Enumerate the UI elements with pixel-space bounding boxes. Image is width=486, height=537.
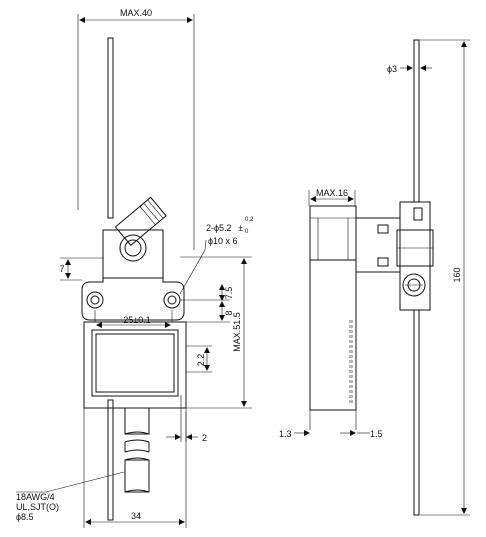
dim-160-label: 160 [452,267,462,282]
front-view: MAX.40 [16,8,254,528]
hole-spec-tol-upper: 0.2 [245,217,254,223]
dim-7-5: 7.5 [180,256,252,301]
cable-spec-line3: ϕ8.5 [16,512,34,522]
switch-body [83,321,187,412]
dim-2-label: 2 [202,433,207,443]
dim-7: 7 [59,257,104,281]
mounting-flange [81,277,185,322]
hole-spec-plusminus: ± [238,223,243,233]
max-40-label: MAX.40 [120,8,152,18]
cable-spec-line1: 18AWG/4 [16,492,55,502]
side-view: MAX.16 [279,39,470,516]
dim-max-51-5-label: MAX.51.5 [232,312,242,352]
lever-arm [107,37,114,521]
dim-max-51-5: MAX.51.5 [186,258,252,409]
side-body [309,205,401,430]
dim-7-label: 7 [59,264,64,274]
max-40-dimension: MAX.40 [77,8,195,250]
dim-1-3: 1.3 [279,429,310,439]
dim-8-label: 8 [224,310,234,315]
dim-160: 160 [420,39,470,516]
max-16-label: MAX.16 [316,188,348,198]
dim-25: 25±0.1 [96,315,171,328]
dim-7-5-label: 7.5 [224,287,234,300]
hole-spec-line2: ϕ10 x 6 [208,236,238,246]
dim-25-label: 25±0.1 [123,315,150,325]
dim-1-3-label: 1.3 [279,429,292,439]
hole-spec-tol-lower: 0 [245,229,249,235]
dim-phi3: ϕ3 [387,64,432,74]
hole-callout: 2-ϕ5.2 0.2 ± 0 ϕ10 x 6 [179,217,254,295]
mounting-hole-left [86,291,104,309]
cable-callout: 18AWG/4 UL,SJT(O) ϕ8.5 [16,471,125,522]
hole-spec-line1: 2-ϕ5.2 [206,223,232,233]
dim-2: 2 [166,395,207,443]
cable [124,407,150,493]
dim-2-2: 2.2 [186,345,212,373]
cable-spec-line2: UL,SJT(O) [16,502,59,512]
dim-2-2-label: 2.2 [196,354,206,367]
side-actuator [396,201,434,311]
dim-1-5-label: 1.5 [370,429,383,439]
dim-34-label: 34 [131,511,141,521]
mounting-hole-right [163,291,181,309]
phi3-label: ϕ3 [387,64,397,74]
dim-34: 34 [83,412,187,528]
dim-1-5: 1.5 [340,429,383,439]
dim-max-16: MAX.16 [308,188,356,206]
side-lever-rod [413,39,420,516]
actuator-head [102,196,167,279]
dim-8: 8 [186,301,234,323]
